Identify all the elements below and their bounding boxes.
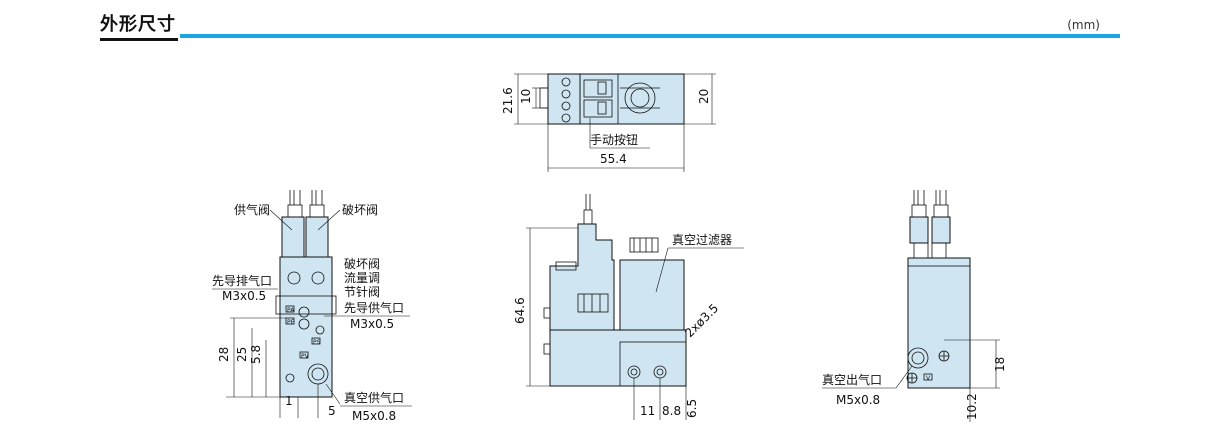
- center-base: [549, 329, 687, 387]
- section-title: 外形尺寸: [100, 10, 178, 41]
- title-rule: [180, 34, 1120, 38]
- unit-label: (mm): [1067, 18, 1100, 32]
- label-break-valve: 破坏阀: [342, 202, 378, 217]
- dim-top-height: 21.6: [501, 87, 515, 114]
- label-vacuum-outlet: 真空出气口: [822, 372, 882, 387]
- vacuum-supply-thread: M5x0.8: [352, 409, 396, 423]
- port-pv: PV: [301, 353, 310, 360]
- top-view-body: [547, 73, 685, 125]
- top-view: 21.6 10 20 55.4 手动按钮: [501, 73, 716, 172]
- label-pilot-exhaust: 先导排气口: [212, 273, 272, 288]
- dim-top-right: 20: [697, 89, 711, 104]
- right-head-right: [931, 216, 951, 244]
- pilot-exhaust-thread: M3x0.5: [222, 289, 266, 303]
- port-pe: PE: [287, 319, 295, 326]
- label-break-flow-1: 破坏阀: [344, 256, 380, 271]
- supply-valve-head: [281, 216, 305, 258]
- left-view: PA PE PS PV 供气阀 破坏阀 破坏阀 流量调 节针阀 先导排气口 M3…: [212, 190, 412, 423]
- right-view: V 真空出气口 M5x0.8 18 10.2: [822, 190, 1007, 422]
- port-pa: PA: [287, 307, 295, 314]
- dim-left-5: 5: [328, 404, 336, 418]
- vacuum-filter-cap: [629, 237, 659, 253]
- vacuum-outlet-port: [907, 347, 929, 369]
- vacuum-outlet-thread: M5x0.8: [836, 393, 880, 407]
- dim-center-holes: 2xø3.5: [682, 301, 721, 340]
- dim-left-28: 28: [217, 347, 231, 362]
- dim-left-1: 1: [285, 394, 293, 408]
- dim-top-width: 55.4: [600, 152, 627, 166]
- dim-right-102: 10.2: [965, 393, 979, 420]
- dim-center-11: 11: [640, 404, 655, 418]
- dim-left-58: 5.8: [249, 345, 263, 364]
- center-solenoid: [549, 223, 615, 331]
- break-valve-head: [305, 216, 329, 258]
- right-view-body: [907, 257, 971, 389]
- dim-right-18: 18: [993, 357, 1007, 372]
- label-supply-valve: 供气阀: [234, 202, 270, 217]
- dim-center-65: 6.5: [685, 399, 699, 418]
- label-vacuum-supply: 真空供气口: [344, 390, 404, 405]
- manual-button-dial: [624, 82, 656, 114]
- pilot-supply-thread: M3x0.5: [350, 317, 394, 331]
- label-vacuum-filter: 真空过滤器: [672, 233, 732, 247]
- dim-left-25: 25: [235, 347, 249, 362]
- port-v: V: [926, 375, 931, 382]
- center-view: 真空过滤器 2xø3.5 64.6 11 8.8 6.5: [513, 194, 744, 420]
- label-manual-button: 手动按钮: [590, 132, 638, 147]
- right-head-left: [909, 216, 929, 244]
- port-ps: PS: [313, 339, 321, 346]
- dim-center-height: 64.6: [513, 297, 527, 324]
- dim-center-88: 8.8: [662, 404, 681, 418]
- vacuum-filter-body: [619, 259, 685, 343]
- label-break-flow-2: 流量调: [344, 271, 380, 285]
- label-pilot-supply: 先导供气口: [344, 300, 404, 315]
- dim-top-inner: 10: [519, 89, 533, 104]
- label-break-flow-3: 节针阀: [344, 284, 380, 299]
